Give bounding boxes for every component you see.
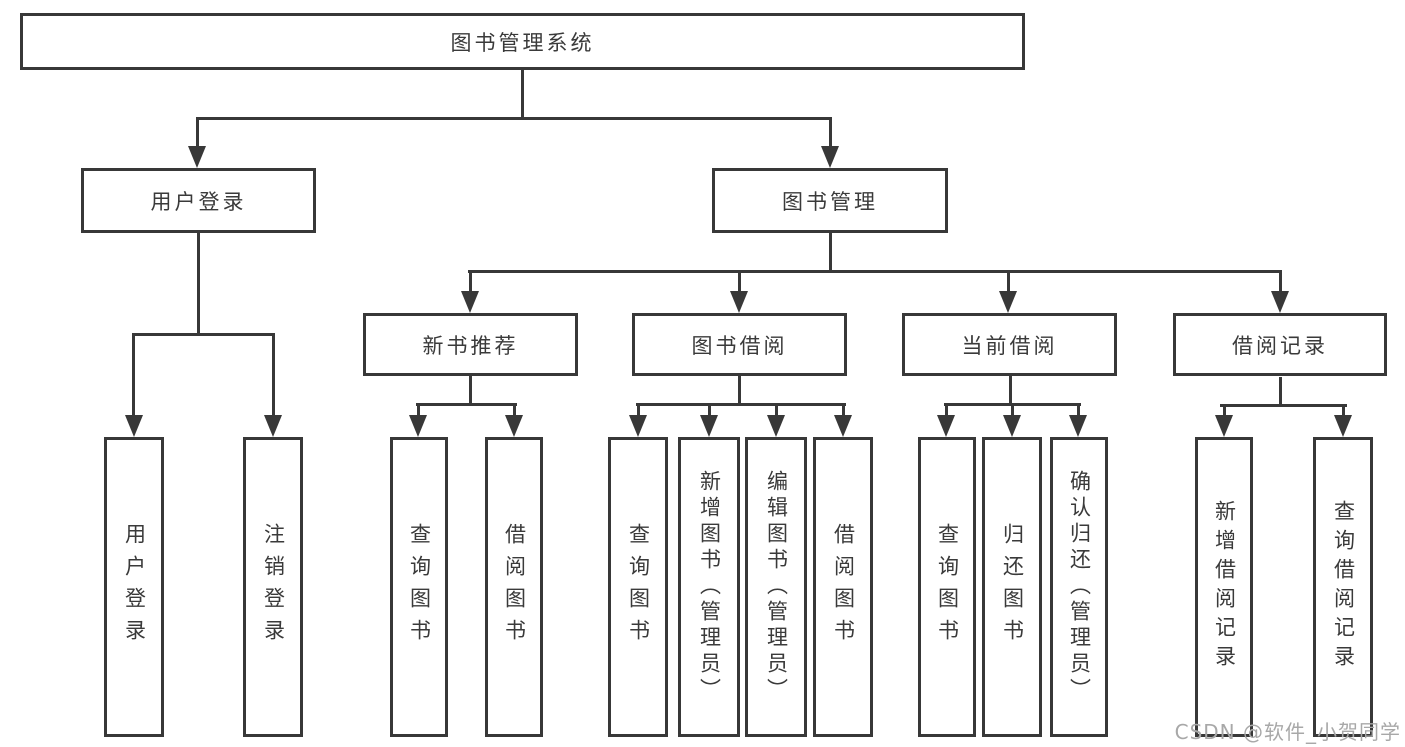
connector-vline bbox=[738, 376, 741, 406]
arrowhead bbox=[188, 146, 206, 168]
leaf-query-books-borrow: 查询图书 bbox=[608, 437, 668, 737]
node-new-book-recommend-label: 新书推荐 bbox=[422, 333, 519, 358]
arrowhead bbox=[264, 415, 282, 437]
leaf-borrow-books: 借阅图书 bbox=[813, 437, 873, 737]
leaf-edit-books-admin-label: 编辑图书（管理员） bbox=[764, 470, 789, 704]
connector-vline bbox=[829, 233, 832, 273]
leaf-query-borrow-record: 查询借阅记录 bbox=[1313, 437, 1373, 737]
leaf-confirm-return-admin: 确认归还（管理员） bbox=[1050, 437, 1108, 737]
arrowhead bbox=[821, 146, 839, 168]
node-borrow-records: 借阅记录 bbox=[1173, 313, 1387, 376]
connector-vline bbox=[829, 117, 832, 147]
leaf-logout-login-label: 注销登录 bbox=[261, 523, 286, 651]
leaf-query-borrow-record-label: 查询借阅记录 bbox=[1331, 500, 1356, 674]
node-book-borrow-label: 图书借阅 bbox=[691, 333, 788, 358]
arrowhead bbox=[834, 415, 852, 437]
leaf-query-books-borrow-label: 查询图书 bbox=[626, 523, 651, 651]
node-user-login: 用户登录 bbox=[81, 168, 316, 233]
connector-hline bbox=[636, 403, 846, 406]
leaf-add-books-admin-label: 新增图书（管理员） bbox=[697, 470, 722, 704]
connector-vline bbox=[196, 117, 199, 147]
connector-vline bbox=[1009, 376, 1012, 406]
connector-vline bbox=[637, 403, 640, 417]
node-current-borrow-label: 当前借阅 bbox=[961, 333, 1058, 358]
connector-hline bbox=[416, 403, 517, 406]
node-new-book-recommend: 新书推荐 bbox=[363, 313, 578, 376]
arrowhead bbox=[461, 291, 479, 313]
connector-vline bbox=[469, 376, 472, 406]
leaf-borrow-books-recommend: 借阅图书 bbox=[485, 437, 543, 737]
node-root-label: 图书管理系统 bbox=[450, 30, 595, 55]
arrowhead bbox=[629, 415, 647, 437]
node-user-login-label: 用户登录 bbox=[150, 189, 247, 214]
arrowhead bbox=[125, 415, 143, 437]
arrowhead bbox=[1271, 291, 1289, 313]
node-borrow-records-label: 借阅记录 bbox=[1232, 333, 1328, 358]
arrowhead bbox=[505, 415, 523, 437]
connector-vline bbox=[842, 403, 845, 417]
connector-vline bbox=[775, 403, 778, 417]
connector-vline bbox=[1279, 377, 1282, 407]
arrowhead bbox=[1334, 415, 1352, 437]
node-book-management-label: 图书管理 bbox=[782, 189, 878, 214]
leaf-add-books-admin: 新增图书（管理员） bbox=[678, 437, 740, 737]
leaf-return-books-label: 归还图书 bbox=[1000, 523, 1025, 651]
node-current-borrow: 当前借阅 bbox=[902, 313, 1117, 376]
connector-vline bbox=[1223, 404, 1226, 417]
connector-vline bbox=[513, 403, 516, 417]
leaf-query-books-recommend-label: 查询图书 bbox=[407, 523, 432, 651]
node-book-management: 图书管理 bbox=[712, 168, 948, 233]
arrowhead bbox=[767, 415, 785, 437]
connector-vline bbox=[945, 403, 948, 417]
connector-vline bbox=[132, 333, 135, 417]
leaf-user-login-label: 用户登录 bbox=[122, 523, 147, 651]
connector-vline bbox=[1011, 403, 1014, 417]
node-root: 图书管理系统 bbox=[20, 13, 1025, 70]
arrowhead bbox=[1069, 415, 1087, 437]
arrowhead bbox=[999, 291, 1017, 313]
leaf-add-borrow-record-label: 新增借阅记录 bbox=[1212, 500, 1237, 674]
arrowhead bbox=[1215, 415, 1233, 437]
connector-vline bbox=[708, 403, 711, 417]
connector-hline bbox=[1220, 404, 1347, 407]
connector-vline bbox=[521, 70, 524, 118]
leaf-add-borrow-record: 新增借阅记录 bbox=[1195, 437, 1253, 737]
connector-vline bbox=[417, 403, 420, 417]
arrowhead bbox=[700, 415, 718, 437]
leaf-user-login: 用户登录 bbox=[104, 437, 164, 737]
arrowhead bbox=[730, 291, 748, 313]
leaf-query-books-current-label: 查询图书 bbox=[935, 523, 960, 651]
leaf-edit-books-admin: 编辑图书（管理员） bbox=[745, 437, 807, 737]
connector-vline bbox=[197, 233, 200, 336]
connector-hline bbox=[132, 333, 275, 336]
node-book-borrow: 图书借阅 bbox=[632, 313, 847, 376]
arrowhead bbox=[1003, 415, 1021, 437]
leaf-borrow-books-label: 借阅图书 bbox=[831, 523, 856, 651]
connector-hline bbox=[196, 117, 832, 120]
leaf-logout-login: 注销登录 bbox=[243, 437, 303, 737]
arrowhead bbox=[409, 415, 427, 437]
connector-vline bbox=[1077, 403, 1080, 417]
connector-vline bbox=[1279, 270, 1282, 292]
watermark: CSDN @软件_小贺同学 bbox=[1174, 720, 1401, 744]
leaf-borrow-books-recommend-label: 借阅图书 bbox=[502, 523, 527, 651]
connector-vline bbox=[738, 270, 741, 292]
leaf-return-books: 归还图书 bbox=[982, 437, 1042, 737]
leaf-query-books-recommend: 查询图书 bbox=[390, 437, 448, 737]
connector-vline bbox=[1342, 404, 1345, 417]
connector-hline bbox=[468, 270, 1282, 273]
leaf-query-books-current: 查询图书 bbox=[918, 437, 976, 737]
connector-vline bbox=[272, 333, 275, 417]
leaf-confirm-return-admin-label: 确认归还（管理员） bbox=[1067, 470, 1092, 704]
connector-vline bbox=[1007, 270, 1010, 292]
connector-vline bbox=[469, 270, 472, 292]
arrowhead bbox=[937, 415, 955, 437]
